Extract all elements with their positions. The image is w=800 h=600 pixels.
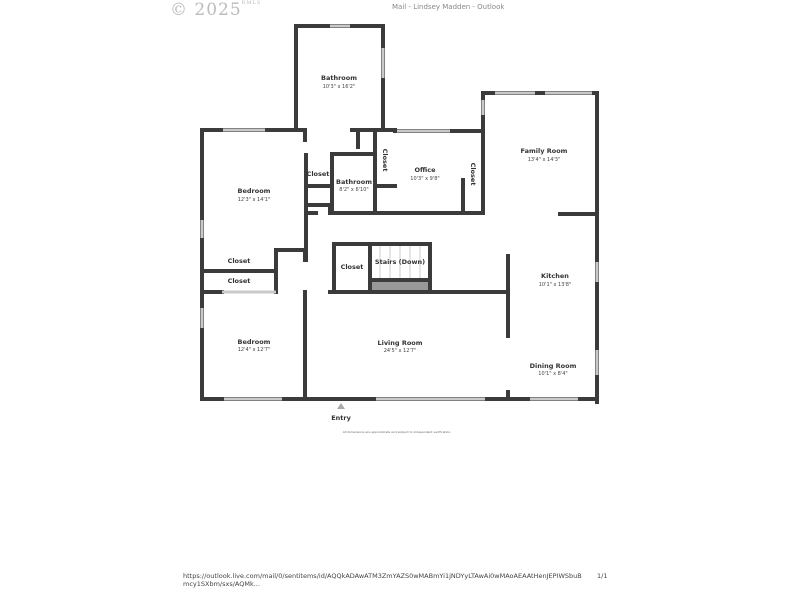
disclaimer: All dimensions are approximate and subje… [343, 430, 452, 434]
room-name: Closet [228, 277, 251, 285]
page-number: 1/1 [597, 572, 608, 580]
entry-label: Entry [331, 414, 351, 422]
room-name: Bathroom [336, 178, 372, 186]
room-dims: 13'4" x 14'3" [528, 157, 561, 163]
room-name: Bathroom [321, 74, 357, 82]
room-dims: 24'5" x 12'7" [384, 348, 417, 354]
room-dims: 10'3" x 9'8" [410, 176, 439, 182]
room-name: Dining Room [530, 362, 577, 370]
stairs-hatch [372, 282, 428, 290]
room-name: Closet [469, 163, 477, 186]
room-name: Kitchen [541, 272, 569, 280]
room-name: Bedroom [238, 338, 271, 346]
room-name: Closet [341, 263, 364, 271]
room-name: Closet [307, 170, 330, 178]
footer: https://outlook.live.com/mail/0/sentitem… [183, 572, 607, 588]
room-dims: 8'2" x 6'10" [339, 187, 368, 193]
room-name: Office [414, 166, 436, 174]
windows [200, 24, 599, 401]
room-name: Closet [228, 257, 251, 265]
entry-arrow-icon [337, 403, 345, 409]
room-dims: 10'3" x 16'2" [323, 84, 356, 90]
stairs [372, 246, 428, 290]
footer-url: https://outlook.live.com/mail/0/sentitem… [183, 572, 582, 588]
room-name: Family Room [521, 147, 568, 155]
room-name: Closet [381, 149, 389, 172]
room-labels: Bathroom 10'3" x 16'2" Bedroom 12'3" x 1… [228, 74, 577, 434]
room-dims: 12'3" x 14'1" [238, 197, 271, 203]
watermark-logo: © 2025RMLS [170, 0, 262, 20]
room-dims: 10'1" x 13'8" [539, 282, 572, 288]
room-name: Bedroom [238, 187, 271, 195]
room-name: Stairs (Down) [375, 258, 425, 266]
room-name: Living Room [377, 339, 422, 347]
room-dims: 12'4" x 12'7" [238, 347, 271, 353]
room-dims: 10'1" x 8'4" [538, 371, 567, 377]
window-title: Mail - Lindsey Madden - Outlook [392, 3, 505, 11]
